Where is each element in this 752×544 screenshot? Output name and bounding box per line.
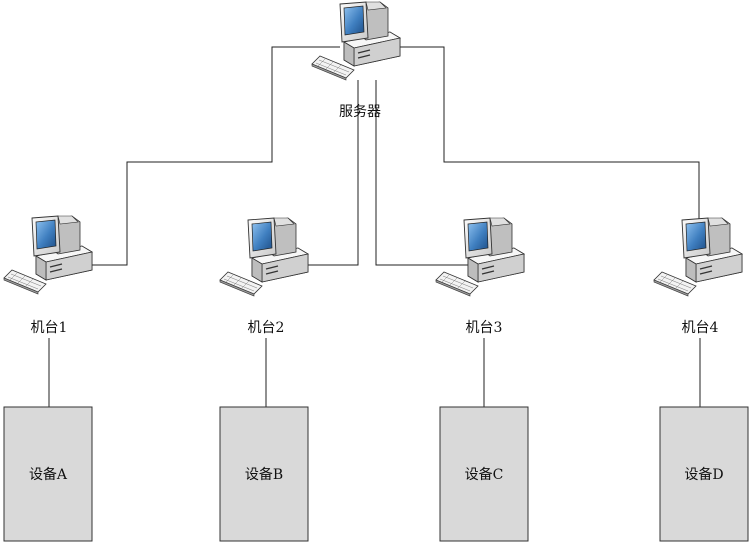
server-node: 服务器 (311, 1, 401, 120)
machine-label: 机台3 (466, 320, 503, 336)
server-label: 服务器 (339, 104, 381, 120)
workstation-icon (3, 215, 93, 295)
link-server-machine1 (66, 46, 340, 266)
device-node-A: 设备A (3, 406, 93, 542)
device-box (659, 406, 749, 542)
device-label: 设备D (684, 466, 723, 483)
workstation-icon (435, 217, 525, 297)
device-label: 设备B (245, 466, 283, 483)
device-label: 设备A (29, 466, 68, 483)
workstation-icon (311, 1, 401, 81)
workstation-icon (653, 217, 743, 297)
device-node-D: 设备D (659, 406, 749, 542)
machine-node-3: 机台3 (435, 217, 525, 336)
link-server-machine2 (300, 80, 359, 266)
machine-label: 机台1 (31, 320, 68, 336)
machine-node-2: 机台2 (219, 217, 309, 336)
link-server-machine4 (396, 46, 700, 260)
machine-node-1: 机台1 (3, 215, 93, 336)
link-server-machine3 (375, 80, 478, 266)
workstation-icon (219, 217, 309, 297)
device-box (439, 406, 529, 542)
device-box (219, 406, 309, 542)
device-node-C: 设备C (439, 406, 529, 542)
machine-label: 机台4 (682, 320, 719, 336)
connection-lines (48, 46, 701, 407)
machine-label: 机台2 (248, 320, 285, 336)
device-node-B: 设备B (219, 406, 309, 542)
machine-node-4: 机台4 (653, 217, 743, 336)
device-label: 设备C (465, 466, 504, 483)
device-box (3, 406, 93, 542)
